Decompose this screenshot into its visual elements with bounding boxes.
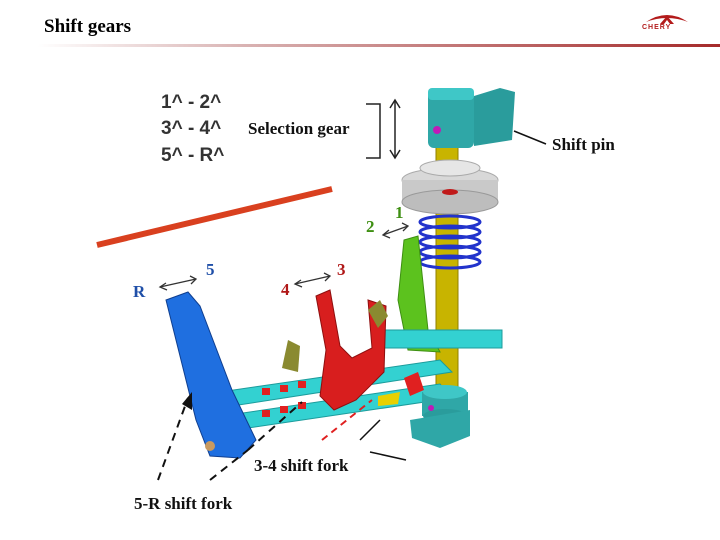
shaft-collar — [401, 159, 499, 215]
fork-1-2 — [397, 235, 441, 353]
gate-tab-1 — [282, 340, 300, 372]
mark-1: 1 — [395, 203, 404, 222]
lower-gate — [378, 372, 470, 448]
mark-2: 2 — [366, 217, 375, 236]
shift-pin-block — [428, 88, 515, 148]
fork-5-r-pivot — [205, 441, 215, 451]
title-underline — [38, 44, 720, 47]
selection-bracket — [366, 98, 401, 160]
fork-5-r — [165, 291, 257, 459]
leader-lines — [157, 130, 547, 481]
mark-3: 3 — [337, 260, 346, 279]
page-title: Shift gears — [44, 16, 132, 37]
mark-5: 5 — [206, 260, 215, 279]
fork-5r-arrowhead — [182, 392, 192, 410]
chery-logo-icon — [646, 15, 688, 24]
shift-direction-arrows — [158, 222, 410, 291]
shift-pin-label: Shift pin — [552, 135, 615, 154]
mark-r: R — [133, 282, 146, 301]
logo-wordmark: CHERY — [642, 24, 672, 31]
fork-5-r-label: 5-R shift fork — [134, 494, 233, 513]
fork-3-4-leader — [321, 399, 373, 441]
red-bar — [96, 186, 333, 248]
rail-detents — [262, 381, 306, 417]
mark-4: 4 — [281, 280, 290, 299]
gear-pair-1-2: 1^ - 2^ — [161, 92, 222, 113]
fork-3-4 — [315, 289, 387, 411]
fork-3-4-label: 3-4 shift fork — [254, 456, 349, 475]
gear-pair-3-4: 3^ - 4^ — [161, 118, 222, 139]
gate-tab-2 — [368, 300, 388, 328]
gear-pair-5-r: 5^ - R^ — [161, 145, 225, 166]
selection-gear-label: Selection gear — [248, 119, 350, 138]
